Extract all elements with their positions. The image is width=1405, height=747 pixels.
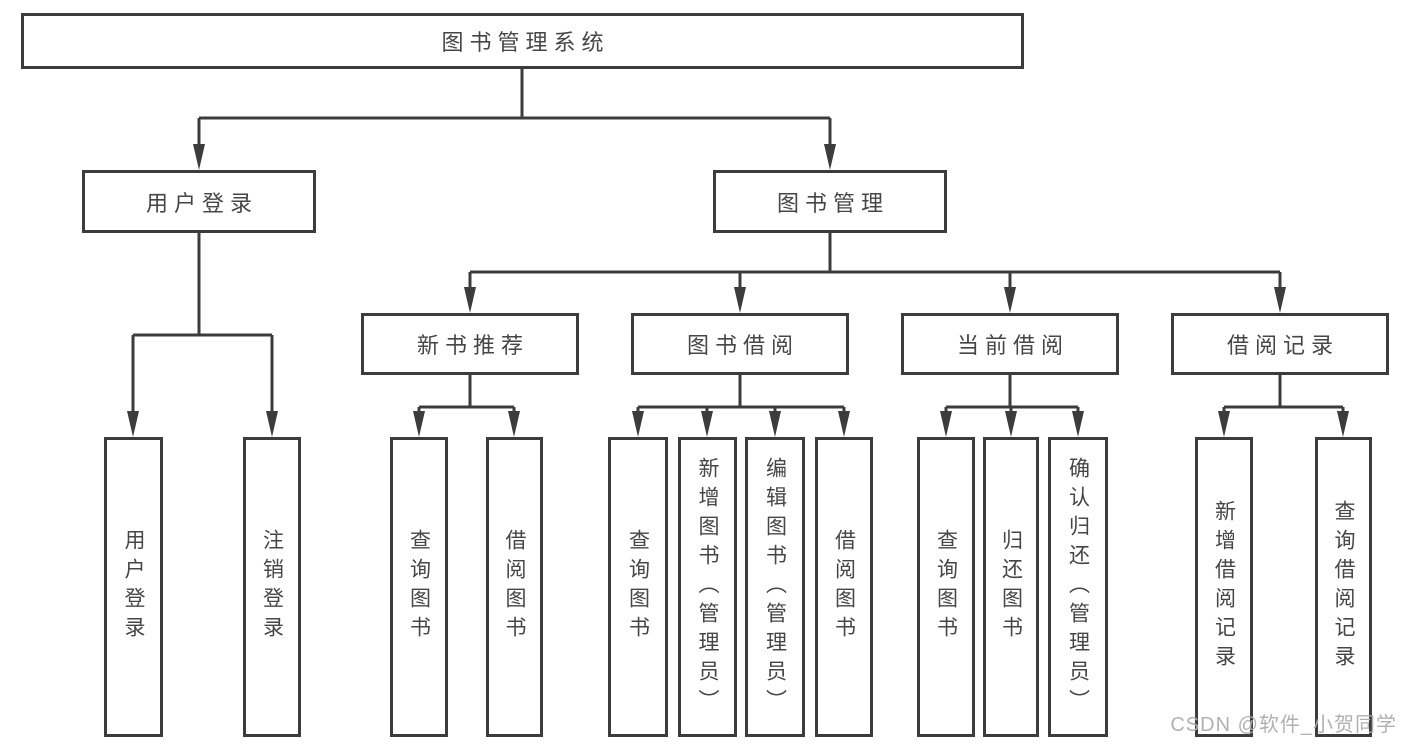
node-label: 用户登录 xyxy=(122,529,145,645)
csdn-watermark: CSDN @软件_小贺同学 xyxy=(1170,714,1397,736)
arrow-icon xyxy=(838,411,850,437)
node-book-management: 图书管理 xyxy=(713,170,947,233)
connector-book-management-children xyxy=(468,233,1282,303)
arrow-icon xyxy=(508,411,520,437)
connector-user-login-children xyxy=(131,233,274,427)
arrow-icon xyxy=(1274,287,1286,313)
connector-new-book-recommend-children xyxy=(417,375,516,427)
node-label: 图书管理系统 xyxy=(441,30,610,55)
arrowheads xyxy=(127,144,1349,437)
connector-root-to-level1 xyxy=(197,69,832,160)
node-label: 确认归还（管理员） xyxy=(1066,456,1090,718)
node-label: 借阅记录 xyxy=(1226,333,1339,358)
node-label: 查询图书 xyxy=(407,529,431,645)
node-label: 用户登录 xyxy=(145,190,258,216)
arrow-icon xyxy=(734,287,746,313)
arrow-icon xyxy=(940,411,952,437)
arrow-icon xyxy=(701,411,713,437)
node-bb-borrow-books: 借阅图书 xyxy=(815,437,873,737)
node-library-management-system: 图书管理系统 xyxy=(21,13,1024,69)
node-br-add-record: 新增借阅记录 xyxy=(1195,437,1253,737)
node-user-login: 用户登录 xyxy=(82,170,316,233)
arrow-icon xyxy=(824,144,836,170)
node-label: 查询借阅记录 xyxy=(1332,500,1355,674)
node-user-login-leaf: 用户登录 xyxy=(104,437,163,737)
node-label: 当前借阅 xyxy=(956,333,1069,358)
node-new-book-recommend: 新书推荐 xyxy=(361,313,579,375)
connector-borrow-records-children xyxy=(1222,375,1345,427)
node-book-borrow: 图书借阅 xyxy=(631,313,849,375)
node-label: 归还图书 xyxy=(999,529,1023,645)
arrow-icon xyxy=(1072,411,1084,437)
node-label: 新增借阅记录 xyxy=(1212,500,1236,674)
node-br-query-record: 查询借阅记录 xyxy=(1315,437,1372,737)
arrow-icon xyxy=(193,144,205,170)
node-nbr-query-books: 查询图书 xyxy=(390,437,448,737)
node-label: 图书借阅 xyxy=(686,333,799,358)
node-nbr-borrow-books: 借阅图书 xyxy=(486,437,543,737)
node-label: 查询图书 xyxy=(934,529,958,645)
arrow-icon xyxy=(127,411,139,437)
node-current-borrow: 当前借阅 xyxy=(901,313,1119,375)
node-label: 图书管理 xyxy=(776,190,889,216)
node-label: 新增图书（管理员） xyxy=(696,456,719,718)
node-label: 查询图书 xyxy=(626,529,650,645)
arrow-icon xyxy=(1218,411,1230,437)
node-label: 注销登录 xyxy=(260,529,284,645)
arrow-icon xyxy=(1337,411,1349,437)
node-bb-query-books: 查询图书 xyxy=(608,437,668,737)
node-label: 新书推荐 xyxy=(416,333,529,358)
arrow-icon xyxy=(1005,411,1017,437)
node-cb-confirm-return-admin: 确认归还（管理员） xyxy=(1048,437,1108,737)
connector-book-borrow-children xyxy=(636,375,846,427)
node-cb-query-books: 查询图书 xyxy=(917,437,975,737)
node-borrow-records: 借阅记录 xyxy=(1171,313,1389,375)
node-label: 借阅图书 xyxy=(503,529,526,645)
arrow-icon xyxy=(632,411,644,437)
arrow-icon xyxy=(266,411,278,437)
arrow-icon xyxy=(413,411,425,437)
arrow-icon xyxy=(464,287,476,313)
node-label: 编辑图书（管理员） xyxy=(763,456,787,718)
node-logout: 注销登录 xyxy=(243,437,301,737)
node-cb-return-books: 归还图书 xyxy=(983,437,1039,737)
node-bb-add-books-admin: 新增图书（管理员） xyxy=(678,437,737,737)
arrow-icon xyxy=(1004,287,1016,313)
arrow-icon xyxy=(769,411,781,437)
node-label: 借阅图书 xyxy=(832,529,856,645)
node-bb-edit-books-admin: 编辑图书（管理员） xyxy=(745,437,805,737)
